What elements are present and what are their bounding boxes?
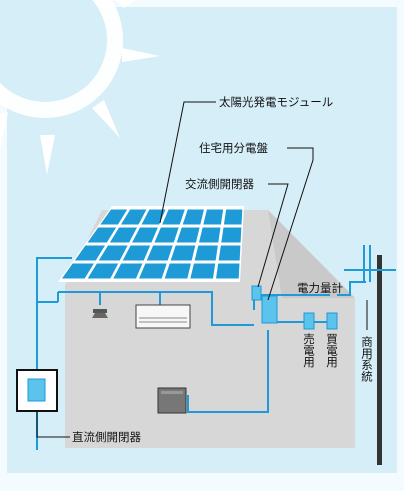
label-meter: 電力量計 (297, 281, 343, 295)
wire-to-storage (187, 330, 269, 413)
solar-cell (216, 263, 240, 279)
panel-frame (58, 206, 244, 282)
sell-meter-icon (303, 312, 315, 330)
solar-cell (120, 209, 147, 225)
solar-cell (164, 263, 191, 279)
solar-cell (141, 209, 166, 225)
ac-switch-icon (251, 285, 262, 301)
label-distribution-board: 住宅用分電盤 (199, 141, 268, 155)
label-solar-module: 太陽光発電モジュール (219, 95, 333, 109)
solar-cell (218, 245, 241, 261)
solar-panel-array (58, 206, 244, 282)
solar-cell (109, 227, 137, 243)
leader-solar-module (159, 101, 216, 224)
buy-meter-icon (326, 312, 338, 330)
leader-ac-switch (257, 183, 289, 288)
label-buy-meter: 買電用 (325, 333, 339, 368)
ceiling-light-icon (92, 309, 108, 318)
leader-lines (36, 101, 368, 438)
solar-cell (132, 227, 158, 243)
solar-cell (223, 209, 243, 225)
solar-cell (154, 227, 179, 243)
dc-wire-to-ac-switch (58, 291, 254, 326)
solar-cell (146, 245, 173, 261)
label-sell-meter: 売電用 (302, 333, 316, 368)
solar-cell (61, 263, 94, 279)
solar-cell (199, 227, 221, 243)
sun-icon (0, 0, 160, 175)
solar-cell (182, 209, 204, 225)
solar-cell (221, 227, 242, 243)
storage-unit-icon (157, 387, 187, 414)
solar-cell (162, 209, 185, 225)
solar-cell (176, 227, 200, 243)
utility-pole-icon (344, 245, 396, 465)
solar-cell (170, 245, 196, 261)
wire-meter-to-grid (337, 281, 366, 296)
solar-cell (87, 227, 117, 243)
solar-cell (139, 263, 167, 279)
solar-cell (98, 245, 128, 261)
leader-dc-switch (36, 412, 70, 438)
label-dc-switch: 直流側開閉器 (72, 430, 141, 444)
solar-cell (203, 209, 224, 225)
solar-cell (100, 209, 128, 225)
solar-cell (194, 245, 218, 261)
solar-cell (87, 263, 119, 279)
air-conditioner-icon (135, 304, 191, 329)
solar-cell (113, 263, 143, 279)
solar-cell (122, 245, 151, 261)
dc-switch-box (16, 369, 58, 412)
label-grid: 商用系統 (360, 335, 374, 383)
distribution-board-icon (261, 295, 278, 324)
solar-cell (74, 245, 106, 261)
solar-cell (190, 263, 216, 279)
label-ac-switch: 交流側開閉器 (185, 177, 254, 191)
leader-distribution-board (267, 147, 314, 301)
